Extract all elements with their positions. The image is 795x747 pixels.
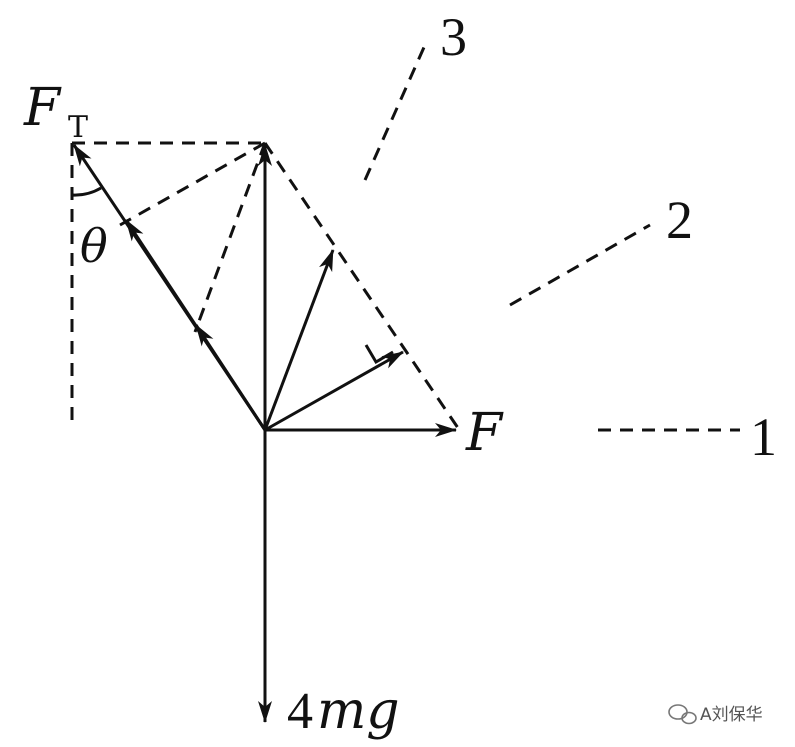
construction-lines — [70, 44, 740, 432]
dashed-line-2 — [509, 223, 651, 307]
inner-dashed-line-a — [119, 141, 266, 227]
line-3-label: 3 — [440, 7, 467, 67]
force-vectors — [72, 144, 457, 723]
right-diagonal-dashed-line — [263, 142, 460, 429]
wechat-icon — [668, 704, 697, 725]
force-f-label: F — [465, 403, 504, 463]
weight-label-number: 4 — [287, 683, 313, 740]
tension-label: F — [23, 78, 62, 138]
weight-label-vars: mg — [317, 681, 400, 741]
tension-subscript: T — [68, 110, 88, 145]
diagonal-vector — [263, 249, 335, 431]
theta-label: θ — [80, 219, 108, 273]
dashed-line-3 — [363, 44, 427, 181]
perpendicular-vector — [264, 350, 404, 432]
watermark-text: A刘保华 — [700, 705, 763, 725]
line-1-label: 1 — [750, 407, 777, 467]
inner-dashed-line-b — [193, 142, 267, 333]
tension-intermediate-vector-b — [194, 324, 267, 431]
theta-angle-arc — [71, 186, 102, 197]
line-2-label: 2 — [666, 190, 693, 250]
right-angle-marker — [364, 344, 394, 365]
watermark: A刘保华 — [668, 704, 763, 725]
